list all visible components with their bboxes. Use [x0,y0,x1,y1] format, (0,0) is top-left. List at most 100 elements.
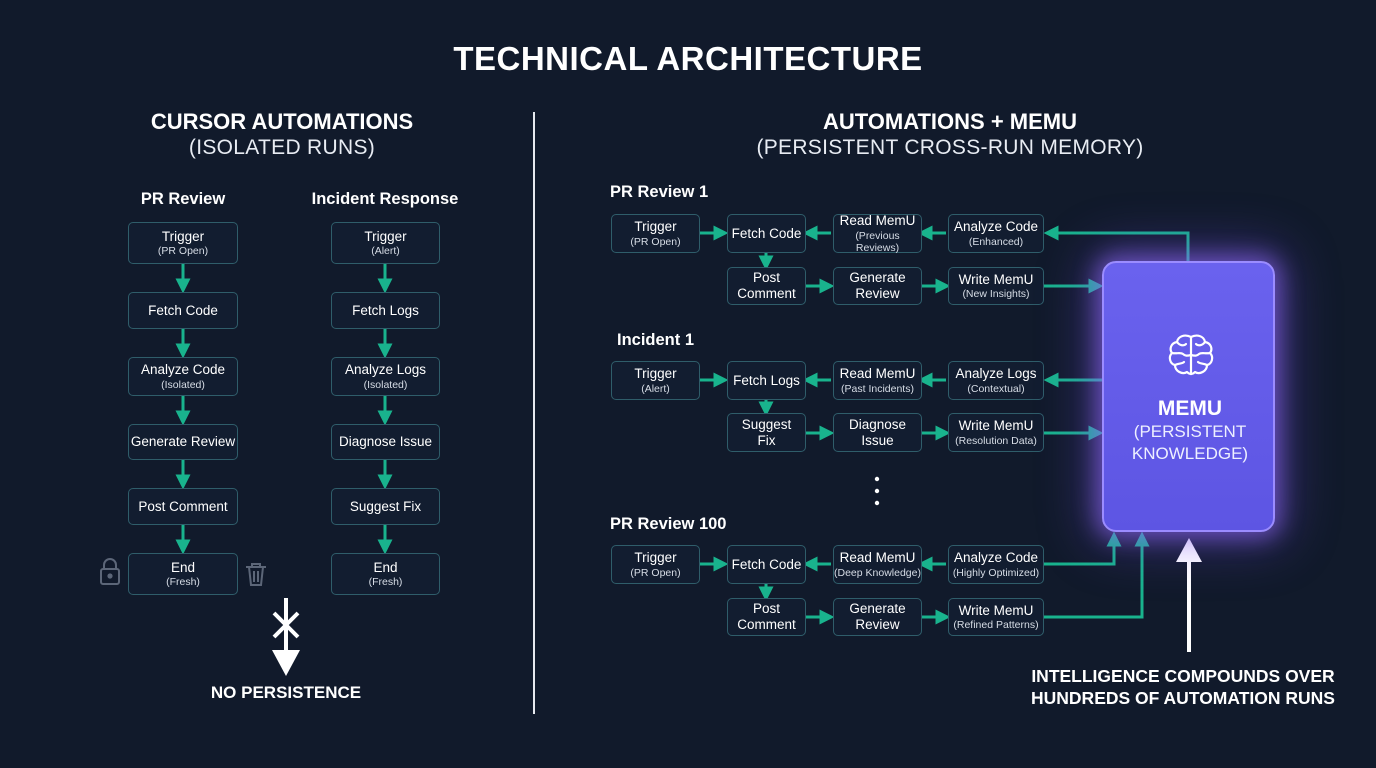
right-section-subtitle: (PERSISTENT CROSS-RUN MEMORY) [756,136,1144,159]
node-label-line2: Issue [861,432,894,448]
run2-fetch-logs-node: Fetch Logs [727,361,806,400]
no-persistence-label: NO PERSISTENCE [210,683,362,702]
run1-write-memu-node: Write MemU(New Insights) [948,267,1044,305]
pr-end-node: End(Fresh) [128,553,238,595]
node-label: End [170,559,196,575]
trash-icon [246,563,266,586]
node-label: Analyze Logs [955,366,1037,382]
node-label: Generate [849,270,906,286]
node-sublabel: (PR Open) [630,566,681,579]
node-sublabel: (Isolated) [363,378,408,391]
run3-analyze-code-node: Analyze Code(Highly Optimized) [948,545,1044,584]
node-label: Fetch Logs [733,372,800,388]
node-label: Suggest Fix [349,498,422,514]
node-label-line2: Review [855,617,900,632]
run3-fetch-code-node: Fetch Code [727,545,806,584]
run3-write-memu-node: Write MemU(Refined Patterns) [948,598,1044,636]
node-label-line2: Comment [737,286,796,301]
pr-fetch-code-node: Fetch Code [128,292,238,329]
node-sublabel: (New Insights) [962,288,1030,301]
node-label: Diagnose [848,416,907,432]
node-label-line2: Comment [737,617,796,632]
right-section-title: AUTOMATIONS + MEMU [822,109,1078,134]
lane-label-pr-review: PR Review [140,190,226,208]
node-label: Write MemU [958,418,1034,434]
run1-analyze-code-node: Analyze Code(Enhanced) [948,214,1044,253]
node-label-line2: Fix [757,432,776,448]
node-sublabel: (Isolated) [161,378,205,391]
node-label: Generate Review [130,434,236,450]
node-sublabel: (Refined Patterns) [953,619,1039,632]
x-mark-icon [272,598,300,676]
node-label: Analyze Code [140,362,226,378]
incident-end-node: End(Fresh) [331,553,440,595]
lock-icon [100,558,120,585]
node-label: Suggest [741,416,792,432]
run1-fetch-code-node: Fetch Code [727,214,806,253]
run2-trigger-node: Trigger(Alert) [611,361,700,400]
incident-trigger-node: Trigger(Alert) [331,222,440,264]
node-label: Trigger [634,550,677,566]
node-label-line2: Review [855,286,900,301]
pr-generate-review-node: Generate Review [128,424,238,460]
node-sublabel: (Contextual) [967,382,1025,395]
memu-name: MEMU [1157,397,1223,420]
node-sublabel: (Alert) [641,382,670,395]
node-sublabel: (Previous Reviews) [855,229,900,254]
left-section-title: CURSOR AUTOMATIONS [150,109,414,134]
node-label: Fetch Code [731,225,802,241]
ellipsis-icon [874,476,880,506]
node-label: Post [752,601,780,617]
run1-trigger-node: Trigger(PR Open) [611,214,700,253]
pr-post-comment-node: Post Comment [128,488,238,525]
run-2-connectors [700,372,1104,441]
node-sublabel: (Deep Knowledge) [834,566,921,579]
lane-label-incident-response: Incident Response [311,190,459,208]
run2-read-memu-node: Read MemU(Past Incidents) [833,361,922,400]
brain-icon [1168,334,1214,376]
run3-trigger-node: Trigger(PR Open) [611,545,700,584]
node-sublabel: (Past Incidents) [841,382,914,395]
node-label: Fetch Code [731,556,802,572]
node-label: Post [752,270,780,286]
pr-analyze-code-node: Analyze Code(Isolated) [128,357,238,396]
incident-diagnose-issue-node: Diagnose Issue [331,424,440,460]
compounding-note: INTELLIGENCE COMPOUNDS OVER HUNDREDS OF … [1031,666,1335,708]
run-label-pr-review-1: PR Review 1 [610,183,709,201]
node-sublabel: (Alert) [371,245,400,258]
node-sublabel: (Enhanced) [968,235,1024,248]
node-label: Trigger [364,228,407,244]
run3-read-memu-node: Read MemU(Deep Knowledge) [833,545,922,584]
node-label: Fetch Code [148,302,218,318]
incident-analyze-logs-node: Analyze Logs(Isolated) [331,357,440,396]
incident-fetch-logs-node: Fetch Logs [331,292,440,329]
node-label: Write MemU [958,271,1034,287]
run-label-incident-1: Incident 1 [617,331,695,349]
run2-write-memu-node: Write MemU(Resolution Data) [948,413,1044,452]
node-label: Analyze Code [953,219,1039,235]
node-sublabel: (PR Open) [630,235,681,248]
node-label: Trigger [634,219,677,235]
run-label-pr-review-100: PR Review 100 [610,515,727,533]
node-label: Read MemU [839,550,916,566]
run2-analyze-logs-node: Analyze Logs(Contextual) [948,361,1044,400]
node-label: Write MemU [958,602,1034,618]
node-sublabel: (Fresh) [166,576,200,589]
node-label: Read MemU [839,213,916,229]
run1-read-memu-node: Read MemU(Previous Reviews) [833,213,922,254]
incident-suggest-fix-node: Suggest Fix [331,488,440,525]
page-title: TECHNICAL ARCHITECTURE [453,40,923,77]
node-label: Analyze Logs [344,362,427,378]
node-label: Diagnose Issue [338,434,433,450]
node-label: Trigger [634,366,677,382]
node-sublabel: (Resolution Data) [955,434,1037,447]
left-section-subtitle: (ISOLATED RUNS) [188,136,376,159]
node-label: Trigger [161,228,205,244]
node-label: Read MemU [839,366,916,382]
